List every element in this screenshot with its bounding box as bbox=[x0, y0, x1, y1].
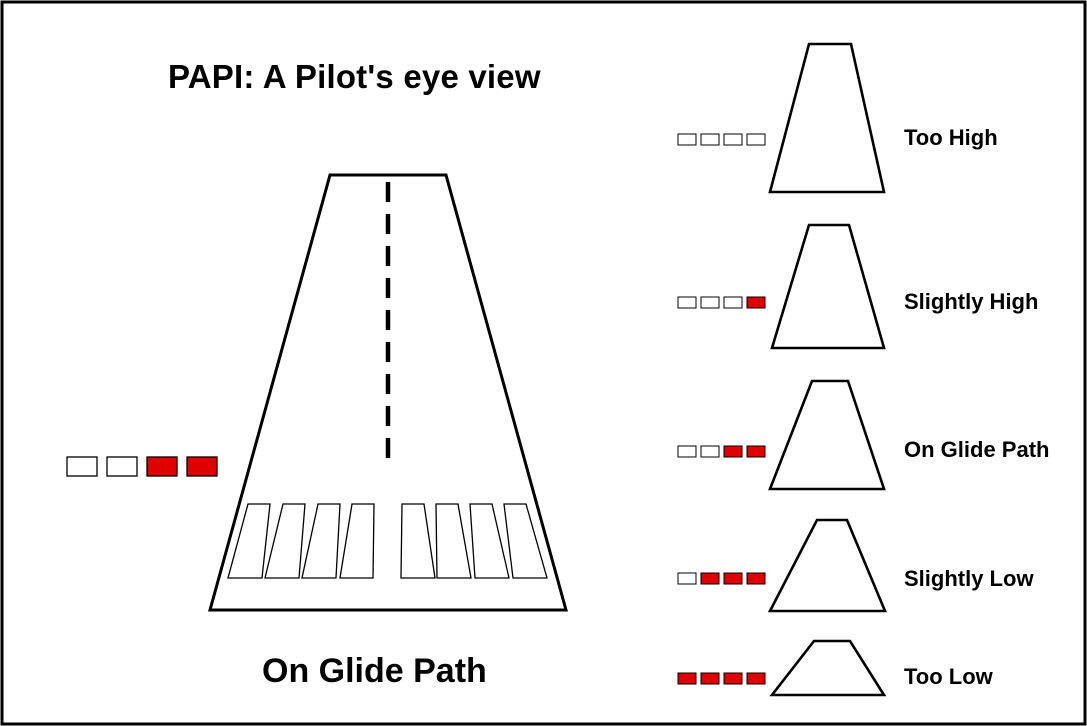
state-runway-too-low bbox=[769, 639, 887, 697]
state-runway-on-glide-path bbox=[768, 379, 886, 491]
state-light-slightly-low-red bbox=[700, 572, 720, 585]
state-light-too-high-white bbox=[677, 133, 697, 146]
state-light-on-glide-path-red bbox=[746, 445, 766, 458]
state-light-too-high-white bbox=[723, 133, 743, 146]
diagram-title: PAPI: A Pilot's eye view bbox=[168, 58, 541, 95]
main-papi-light-red bbox=[146, 456, 178, 477]
state-light-on-glide-path-white bbox=[700, 445, 720, 458]
state-label-on-glide-path: On Glide Path bbox=[904, 437, 1050, 462]
threshold-bar bbox=[435, 503, 472, 579]
threshold-bar bbox=[301, 503, 341, 579]
state-light-slightly-low-red bbox=[746, 572, 766, 585]
state-lights bbox=[677, 133, 766, 685]
state-light-slightly-low-white bbox=[677, 572, 697, 585]
state-light-too-low-red bbox=[677, 672, 697, 685]
threshold-bar bbox=[227, 503, 271, 579]
state-light-too-low-red bbox=[700, 672, 720, 685]
state-runway-too-high bbox=[768, 42, 886, 194]
threshold-bar bbox=[400, 503, 436, 579]
state-label-too-low: Too Low bbox=[904, 664, 993, 689]
state-light-slightly-high-red bbox=[746, 296, 766, 309]
state-runway-slightly-high bbox=[770, 223, 886, 350]
state-light-too-low-red bbox=[746, 672, 766, 685]
threshold-markings bbox=[227, 503, 548, 579]
main-caption: On Glide Path bbox=[262, 652, 487, 690]
state-light-too-high-white bbox=[700, 133, 720, 146]
main-runway bbox=[208, 173, 568, 612]
state-light-slightly-high-white bbox=[700, 296, 720, 309]
state-light-too-low-red bbox=[723, 672, 743, 685]
main-papi-light-red bbox=[186, 456, 218, 477]
state-runway-slightly-low bbox=[767, 518, 887, 613]
threshold-bar bbox=[339, 503, 375, 579]
main-papi-light-white bbox=[106, 456, 138, 477]
state-light-slightly-low-red bbox=[723, 572, 743, 585]
state-label-slightly-low: Slightly Low bbox=[904, 566, 1034, 591]
threshold-bar bbox=[469, 503, 510, 579]
state-light-on-glide-path-red bbox=[723, 445, 743, 458]
state-label-too-high: Too High bbox=[904, 125, 998, 150]
state-label-slightly-high: Slightly High bbox=[904, 289, 1039, 314]
threshold-bar bbox=[503, 503, 548, 579]
threshold-bar bbox=[264, 503, 306, 579]
state-runways bbox=[767, 42, 887, 697]
state-light-slightly-high-white bbox=[677, 296, 697, 309]
main-papi-light-white bbox=[66, 456, 98, 477]
main-papi-lights bbox=[66, 456, 218, 477]
state-light-slightly-high-white bbox=[723, 296, 743, 309]
state-light-on-glide-path-white bbox=[677, 445, 697, 458]
state-light-too-high-white bbox=[746, 133, 766, 146]
